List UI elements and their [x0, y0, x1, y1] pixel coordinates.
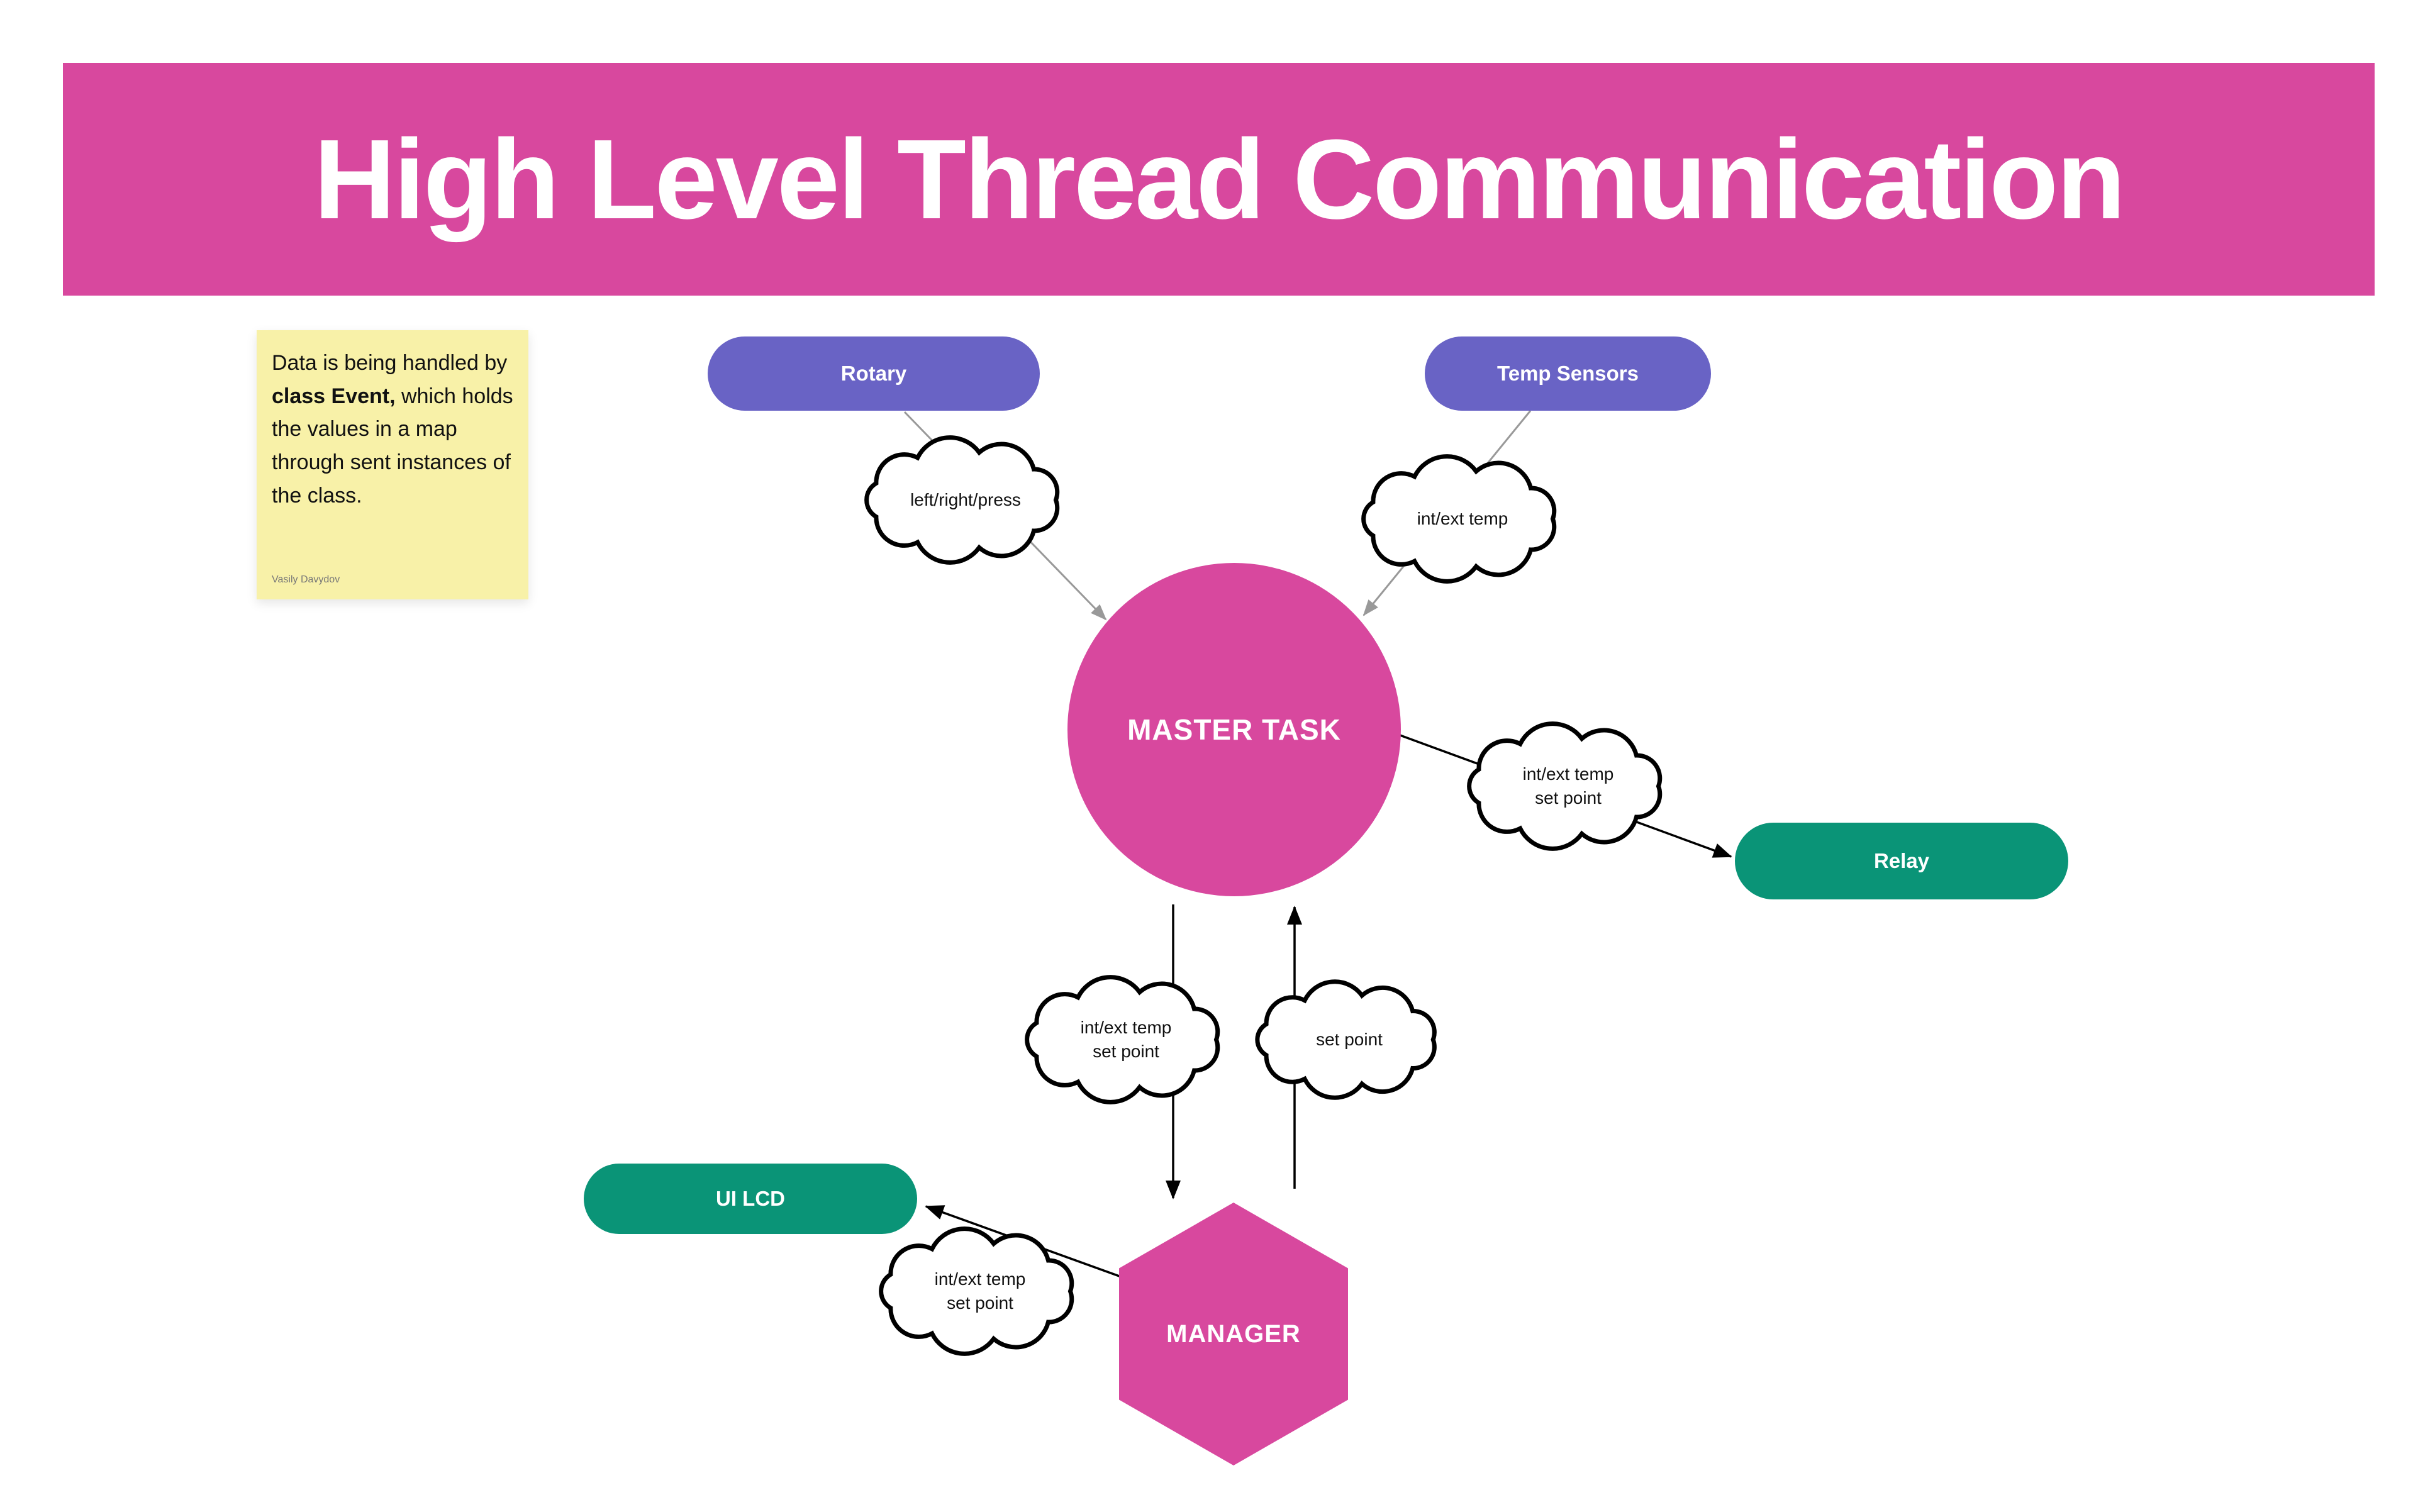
node-relay-label: Relay [1873, 849, 1930, 872]
page-title: High Level Thread Communication [313, 116, 2126, 243]
node-manager-label: MANAGER [1166, 1320, 1301, 1348]
cloud-label-manager-to-master: set point [1316, 1028, 1383, 1052]
cloud-label-line: left/right/press [910, 490, 1021, 510]
title-banner: High Level Thread Communication [63, 63, 2375, 296]
node-master-task: MASTER TASK [1067, 563, 1401, 896]
note-author: Vasily Davydov [272, 574, 340, 585]
cloud-label-line: set point [1316, 1030, 1383, 1050]
note-text-after: which holds the values in a map through … [272, 384, 513, 508]
note-text-before: Data is being handled by [272, 351, 508, 375]
cloud-label-master-to-manager: int/ext temp set point [1081, 1016, 1172, 1064]
node-relay: Relay [1735, 823, 2068, 899]
sticky-note: Data is being handled by class Event, wh… [257, 330, 528, 599]
cloud-label-line: set point [947, 1293, 1013, 1313]
node-ui-lcd-label: UI LCD [716, 1187, 785, 1210]
note-text: Data is being handled by class Event, wh… [272, 347, 513, 512]
cloud-label-master-to-relay: int/ext temp set point [1523, 762, 1614, 810]
node-rotary: Rotary [708, 336, 1040, 411]
node-rotary-label: Rotary [840, 362, 907, 385]
cloud-label-line: int/ext temp [1080, 1018, 1172, 1038]
cloud-label-line: int/ext temp [1417, 509, 1508, 529]
node-temp-sensors-label: Temp Sensors [1497, 362, 1639, 385]
cloud-label-temp-to-master: int/ext temp [1417, 507, 1508, 531]
node-ui-lcd: UI LCD [584, 1164, 917, 1234]
note-text-bold: class Event, [272, 384, 396, 408]
cloud-label-line: int/ext temp [1522, 764, 1614, 784]
cloud-label-manager-to-uilcd: int/ext temp set point [935, 1267, 1026, 1315]
node-master-task-label: MASTER TASK [1127, 713, 1341, 746]
cloud-label-line: int/ext temp [934, 1269, 1026, 1289]
cloud-label-rotary-to-master: left/right/press [910, 488, 1021, 512]
node-temp-sensors: Temp Sensors [1425, 336, 1711, 411]
cloud-label-line: set point [1093, 1042, 1159, 1061]
cloud-label-line: set point [1535, 788, 1602, 808]
